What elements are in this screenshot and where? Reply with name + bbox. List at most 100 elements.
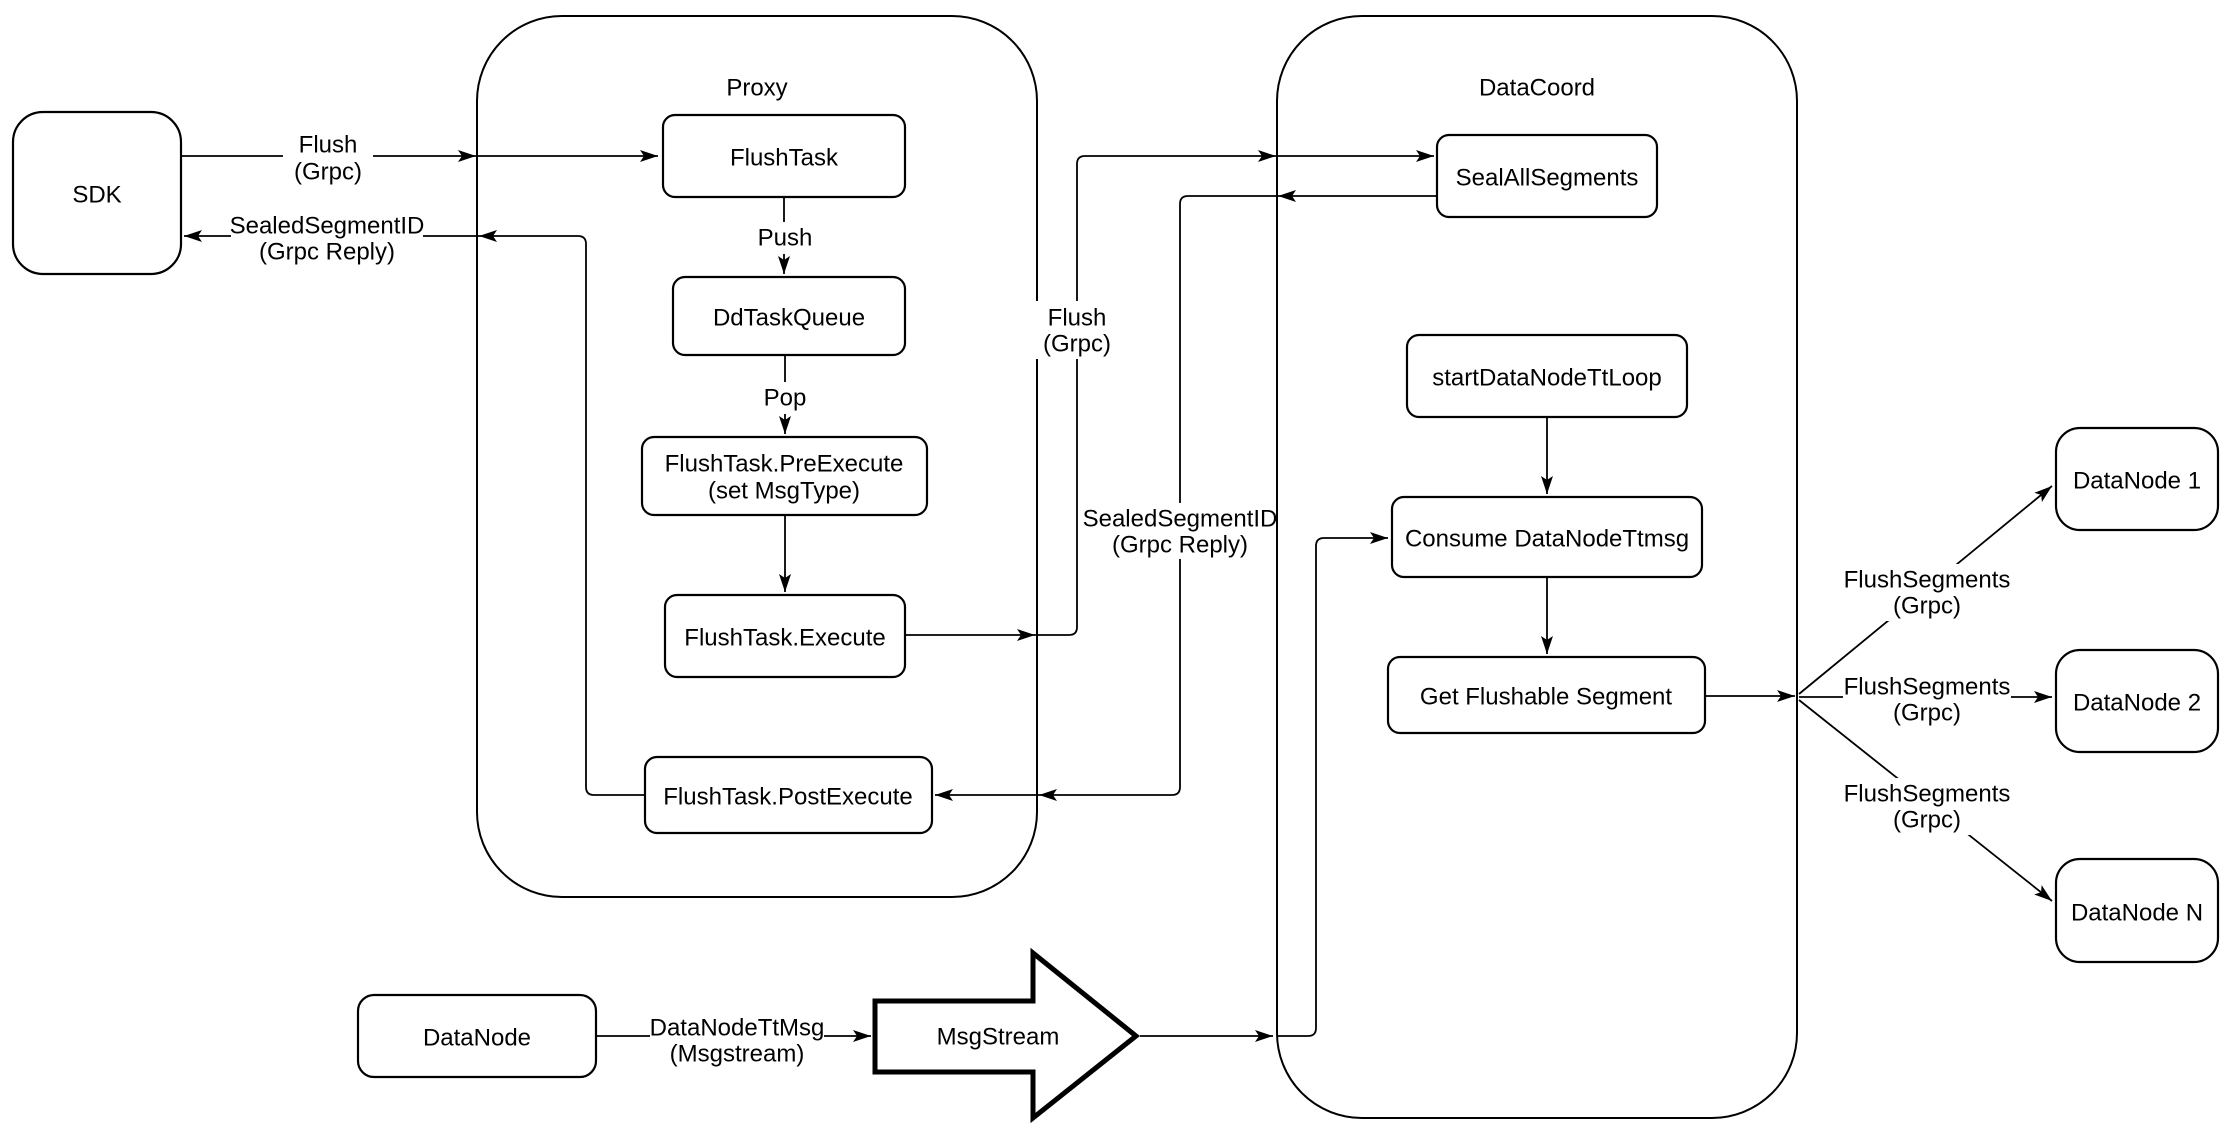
proxy-container: Proxy: [476, 15, 1038, 898]
edge-label-text: FlushSegments: [1844, 674, 2011, 701]
node-postexecute-label: FlushTask.PostExecute: [663, 784, 912, 811]
node-execute: FlushTask.Execute: [663, 593, 907, 679]
edge-label-text: SealedSegmentID: [1083, 506, 1278, 533]
node-postexecute-box: [643, 755, 934, 835]
edge-postexecute-to-sdk: [184, 230, 645, 796]
arrowhead-flushout-proxy-boundary: [1017, 629, 1035, 641]
edge-datacoord-boundary-to-consume: [1277, 532, 1388, 1037]
node-sealallsegments: SealAllSegments: [1435, 133, 1659, 219]
edge-label-bg: [1843, 564, 2011, 621]
node-preexecute: FlushTask.PreExecute (set MsgType): [640, 435, 929, 517]
node-datanode-source-label: DataNode: [423, 1025, 531, 1052]
edge-label-flushsegments-2: FlushSegments (Grpc): [1843, 671, 2011, 728]
edge-label-text: (Grpc): [1893, 700, 1961, 727]
edge-label-bg: [1085, 503, 1275, 559]
edge-label-text: Flush: [1048, 305, 1107, 332]
edge-label-text: DataNodeTtMsg: [650, 1015, 825, 1042]
edge-label-text: Flush: [299, 132, 358, 159]
arrowhead-reply-proxy-left-boundary: [479, 230, 497, 242]
edge-label-push: Push: [749, 222, 821, 254]
proxy-container-title: Proxy: [726, 75, 787, 102]
node-datanode-1-box: [2054, 426, 2220, 532]
node-preexecute-label-line1: FlushTask.PreExecute: [665, 451, 904, 478]
edge-label-text: Pop: [764, 385, 807, 412]
msgstream-block-arrow-shape: [872, 947, 1140, 1124]
node-startdatanodettloop-label: startDataNodeTtLoop: [1432, 365, 1661, 392]
node-ddtaskqueue: DdTaskQueue: [671, 275, 907, 357]
arrowhead-flush-proxy-boundary: [458, 150, 476, 162]
node-datanode-source: DataNode: [356, 993, 598, 1079]
edge-sealallsegments-to-postexecute: [935, 195, 1437, 801]
node-datanode-n-box: [2054, 857, 2220, 964]
edge-label-text: SealedSegmentID: [230, 213, 425, 240]
proxy-container-border: [476, 15, 1038, 898]
edge-label-datanode-ttmsg: DataNodeTtMsg (Msgstream): [650, 1012, 825, 1069]
node-datanode-1-label: DataNode 1: [2073, 468, 2201, 495]
node-sealallsegments-label: SealAllSegments: [1456, 165, 1639, 192]
edge-label-text: (Grpc): [294, 159, 362, 186]
node-flushtask: FlushTask: [661, 113, 907, 199]
node-postexecute: FlushTask.PostExecute: [643, 755, 934, 835]
node-getflushablesegment-label: Get Flushable Segment: [1420, 684, 1672, 711]
edge-label-text: Push: [758, 225, 813, 252]
edge-label-bg: [1032, 301, 1122, 359]
node-msgstream-label: MsgStream: [937, 1024, 1060, 1051]
edge-label-text: (Grpc): [1893, 807, 1961, 834]
arrowhead-flushout-datacoord-boundary: [1258, 150, 1276, 162]
node-execute-box: [663, 593, 907, 679]
edge-label-bg: [650, 1012, 824, 1069]
node-consumedatanodettmsg-label: Consume DataNodeTtmsg: [1405, 526, 1689, 553]
edge-label-flushsegments-1: FlushSegments (Grpc): [1843, 564, 2011, 621]
node-flushtask-box: [661, 113, 907, 199]
node-getflushablesegment: Get Flushable Segment: [1386, 655, 1707, 735]
node-consumedatanodettmsg-box: [1390, 495, 1704, 579]
edge-label-bg: [231, 210, 423, 266]
node-getflushablesegment-box: [1386, 655, 1707, 735]
node-preexecute-label-line2: (set MsgType): [708, 478, 860, 505]
edge-label-text: (Grpc): [1043, 331, 1111, 358]
edge-label-flushsegments-3: FlushSegments (Grpc): [1843, 778, 2011, 835]
arrowhead-reply-proxy-boundary: [1039, 789, 1057, 801]
datacoord-container-border: [1276, 15, 1798, 1119]
datacoord-container-title: DataCoord: [1479, 75, 1595, 102]
node-datanode-n: DataNode N: [2054, 857, 2220, 964]
node-startdatanodettloop: startDataNodeTtLoop: [1405, 333, 1689, 419]
node-datanode-n-label: DataNode N: [2071, 900, 2203, 927]
node-sdk-label: SDK: [72, 182, 121, 209]
edge-label-text: (Msgstream): [670, 1041, 805, 1068]
node-datanode-2: DataNode 2: [2054, 648, 2220, 754]
edge-label-pop: Pop: [753, 382, 818, 414]
edge-label-text: (Grpc Reply): [1112, 532, 1248, 559]
node-preexecute-box: [640, 435, 929, 517]
node-datanode-source-box: [356, 993, 598, 1079]
node-consumedatanodettmsg: Consume DataNodeTtmsg: [1390, 495, 1704, 579]
node-execute-label: FlushTask.Execute: [684, 625, 885, 652]
node-ddtaskqueue-box: [671, 275, 907, 357]
edge-label-bg: [749, 222, 821, 254]
node-msgstream: MsgStream: [872, 947, 1140, 1124]
edge-label-sealed-reply-mid: SealedSegmentID (Grpc Reply): [1083, 503, 1278, 559]
arrowhead-reply-datacoord-boundary: [1278, 190, 1296, 202]
node-startdatanodettloop-box: [1405, 333, 1689, 419]
node-sdk: SDK: [11, 110, 183, 276]
node-ddtaskqueue-label: DdTaskQueue: [713, 305, 865, 332]
edge-label-text: FlushSegments: [1844, 567, 2011, 594]
node-flushtask-label: FlushTask: [730, 145, 839, 172]
edge-label-sealed-reply-sdk: SealedSegmentID (Grpc Reply): [230, 210, 425, 266]
node-datanode-2-label: DataNode 2: [2073, 690, 2201, 717]
edge-execute-to-sealallsegments: [905, 150, 1434, 636]
edge-label-bg: [1843, 671, 2011, 728]
node-datanode-2-box: [2054, 648, 2220, 754]
edge-label-bg: [283, 126, 373, 184]
edge-label-text: FlushSegments: [1844, 781, 2011, 808]
edge-label-flush-grpc-sdk: Flush (Grpc): [283, 126, 373, 186]
node-sdk-box: [11, 110, 183, 276]
edge-label-bg: [753, 382, 818, 414]
node-datanode-1: DataNode 1: [2054, 426, 2220, 532]
edge-label-text: (Grpc): [1893, 593, 1961, 620]
edge-label-flush-grpc-mid: Flush (Grpc): [1032, 301, 1122, 359]
datacoord-container: DataCoord: [1276, 15, 1798, 1119]
edge-label-text: (Grpc Reply): [259, 239, 395, 266]
